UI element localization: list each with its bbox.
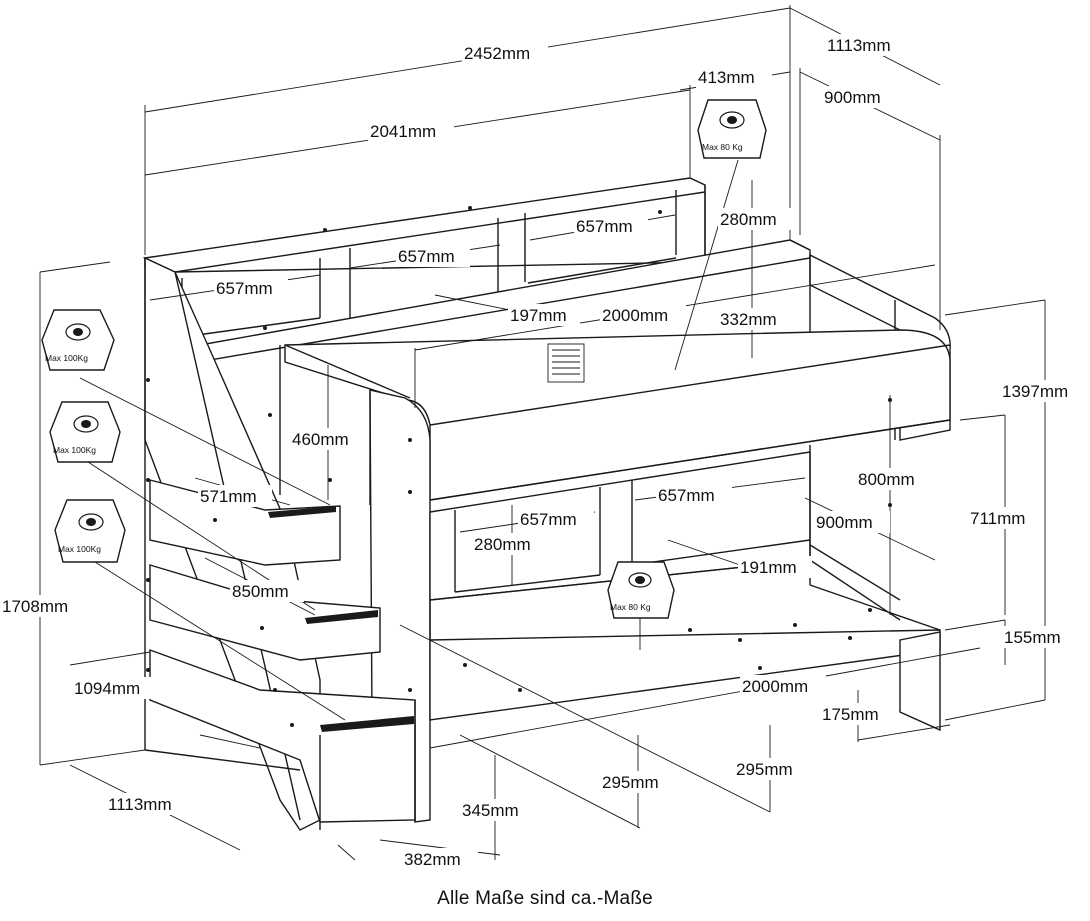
dim-overall-depth-bottom: 1113mm [108, 795, 172, 814]
dim-bed-width-top: 900mm [824, 88, 881, 107]
dim-drawer-depth: 345mm [462, 801, 519, 820]
weight-icon-step-3: Max 100Kg [54, 499, 126, 563]
vent-slats [552, 349, 580, 375]
dim-top-shelf-depth: 197mm [510, 306, 567, 325]
dim-lower-bed-width: 900mm [816, 513, 873, 532]
dim-stair-width: 1094mm [74, 679, 140, 698]
dim-drawer-h1: 295mm [602, 773, 659, 792]
weight-icon-top: Max 80 Kg [697, 99, 767, 159]
weight-icon [607, 561, 675, 619]
dim-stair-step-width: 382mm [404, 850, 461, 869]
dim-step-depth: 571mm [200, 487, 257, 506]
dim-lower-mattress-length: 2000mm [742, 677, 808, 696]
dim-drawer-h2: 295mm [736, 760, 793, 779]
dim-overall-depth-top: 1113mm [827, 36, 891, 55]
dim-lower-rail-height: 155mm [1004, 628, 1061, 647]
top-shelf-front [174, 191, 706, 273]
weight-icon [697, 99, 767, 159]
dim-overall-height-left: 1708mm [2, 597, 68, 616]
dim-lower-shelf-w2: 657mm [658, 486, 715, 505]
dim-lower-shelf-height: 280mm [474, 535, 531, 554]
weight-label-step-1: Max 100Kg [45, 353, 88, 363]
dim-stair-height: 850mm [232, 582, 289, 601]
weight-label-step-2: Max 100Kg [53, 445, 96, 455]
screw-holes [146, 206, 892, 727]
lower-foot-post [899, 631, 941, 732]
dim-bed-length-top: 2041mm [370, 122, 436, 141]
weight-icon-step-1: Max 100Kg [41, 309, 115, 371]
dim-lower-shelf-depth: 191mm [740, 558, 797, 577]
dim-top-shelf-w3: 657mm [576, 217, 633, 236]
stair-steps [149, 479, 416, 830]
dim-under-height: 800mm [858, 470, 915, 489]
weight-label-top-bunk: Max 80 Kg [702, 142, 743, 152]
dim-under-clear-height: 711mm [970, 509, 1025, 528]
dimension-labels: 2452mm 1113mm 413mm 900mm 2041mm 657mm 2… [0, 34, 1088, 870]
weight-icon [54, 499, 126, 563]
dim-lower-mattress-height: 175mm [822, 705, 879, 724]
weight-label-step-3: Max 100Kg [58, 544, 101, 554]
dim-step-rise: 460mm [292, 430, 349, 449]
dim-top-mattress-length: 2000mm [602, 306, 668, 325]
dim-top-rail-height: 332mm [720, 310, 777, 329]
weight-icon-step-2: Max 100Kg [49, 401, 121, 463]
dim-total-length: 2452mm [464, 44, 530, 63]
weight-icon-lower: Max 80 Kg [607, 561, 675, 619]
dim-overall-height-right: 1397mm [1002, 382, 1068, 401]
vent-panel [547, 343, 585, 383]
top-rail-edge [284, 344, 411, 399]
dim-top-shelf-w1: 657mm [216, 279, 273, 298]
dim-top-shelf-height: 280mm [720, 210, 777, 229]
weight-label-lower-bunk: Max 80 Kg [610, 602, 651, 612]
dim-shelf-depth-top: 413mm [698, 68, 755, 87]
dim-top-shelf-w2: 657mm [398, 247, 455, 266]
measurement-disclaimer: Alle Maße sind ca.-Maße [437, 888, 653, 909]
dim-lower-shelf-w1: 657mm [520, 510, 577, 529]
